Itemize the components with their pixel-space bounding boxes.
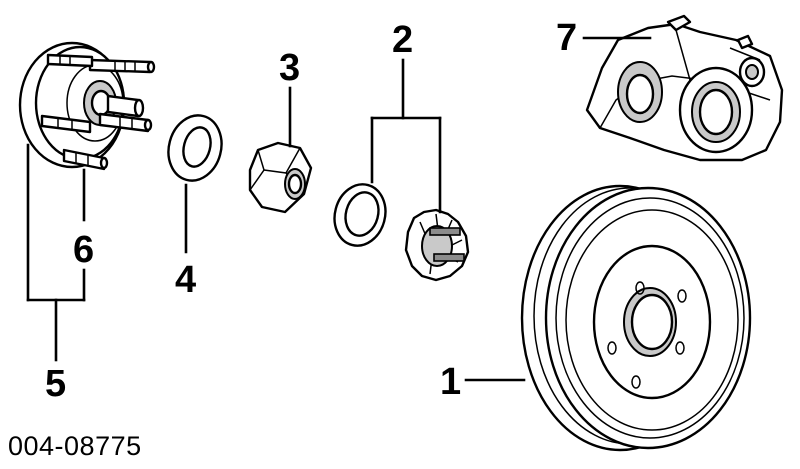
callout-washer: 4 [175, 259, 196, 301]
callout-caliper: 7 [556, 17, 577, 59]
callout-hub-assembly: 5 [45, 363, 66, 405]
callout-rotor: 1 [440, 361, 461, 403]
hub-assembly [18, 41, 156, 171]
callout-stud: 6 [73, 229, 94, 271]
washer [167, 114, 223, 182]
stud-left-mid [40, 114, 92, 134]
caliper [585, 14, 784, 162]
nut-retainer [404, 208, 470, 282]
stud-top [88, 58, 156, 74]
callout-nut: 3 [279, 47, 300, 89]
stud-right-mid [98, 112, 153, 133]
leader-lines [26, 36, 652, 382]
callout-washer-seal: 2 [392, 19, 413, 61]
stud-bottom [62, 148, 109, 171]
stud-left-top [46, 53, 94, 68]
nut [248, 141, 313, 214]
brake-rotor [520, 184, 752, 452]
seal-ring [333, 183, 387, 247]
document-id: 004-08775 [8, 431, 142, 461]
